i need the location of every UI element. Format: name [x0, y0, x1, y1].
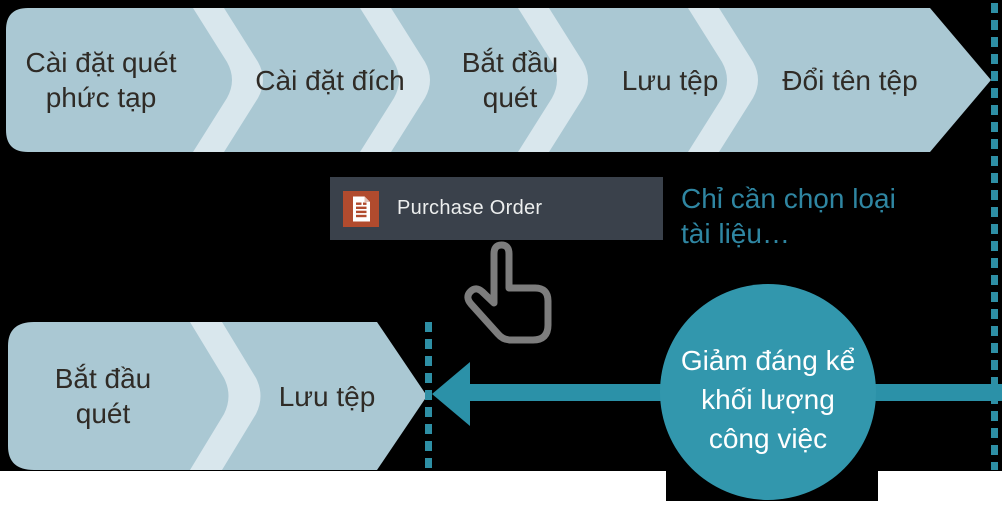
purchase-order-button[interactable]: Purchase Order	[330, 177, 663, 240]
workflow-step-complex-scan-settings: Cài đặt quét phức tạp	[25, 47, 177, 113]
pointer-hand-icon	[464, 241, 552, 344]
caption-choose-document-type: Chỉ cần chọn loại tài liệu…	[681, 183, 896, 249]
workflow-step-save-file: Lưu tệp	[621, 64, 719, 96]
dashed-guide-line-right	[991, 3, 998, 470]
simple-step-start-scan: Bắt đầu quét	[54, 363, 152, 429]
document-icon	[343, 190, 379, 227]
workflow-step-destination-settings: Cài đặt đích	[255, 64, 405, 96]
benefit-circle-text: Giảm đáng kể khối lượng công việc	[680, 344, 856, 454]
simple-workflow-chevron	[8, 322, 427, 470]
benefit-circle: Giảm đáng kể khối lượng công việc	[660, 284, 876, 500]
purchase-order-label: Purchase Order	[397, 197, 543, 219]
workflow-step-start-scan: Bắt đầu quét	[461, 47, 559, 113]
workflow-step-rename-file: Đổi tên tệp	[782, 64, 918, 96]
simple-step-save-file: Lưu tệp	[278, 380, 376, 412]
dashed-guide-line-left	[425, 322, 432, 470]
complex-workflow-chevron	[6, 8, 991, 152]
